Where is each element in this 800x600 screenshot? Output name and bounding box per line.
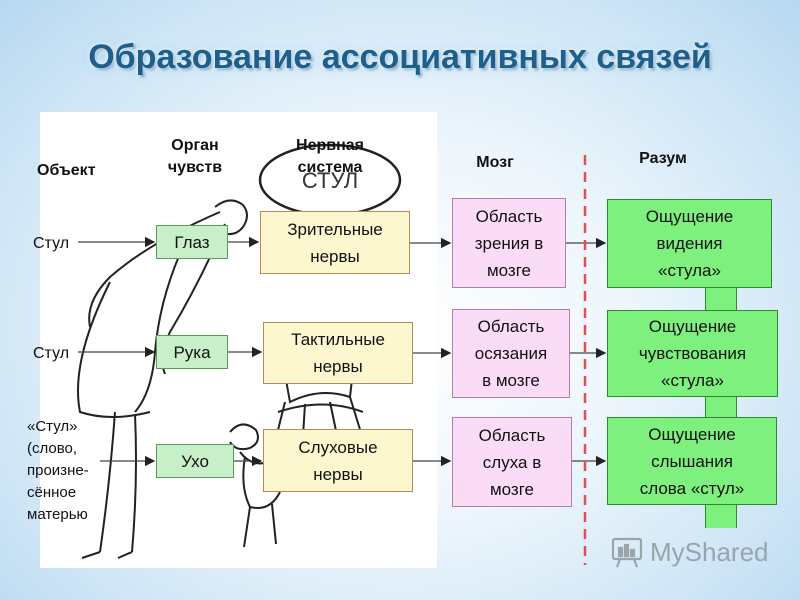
object-label-chair-1: Стул	[33, 235, 70, 252]
sensation-feeling-box: Ощущение чувствования «стула»	[607, 310, 778, 397]
visual-nerves-box: Зрительные нервы	[260, 211, 410, 274]
vision-area-box: Область зрения в мозге	[452, 198, 566, 288]
header-nervous-system: Нервная система	[296, 137, 364, 176]
watermark-logo: MyShared	[610, 535, 769, 569]
object-label-chair-2: Стул	[33, 345, 70, 362]
hearing-area-box: Область слуха в мозге	[452, 417, 572, 507]
mind-connector-2	[705, 395, 737, 419]
sensation-hearing-box: Ощущение слышания слова «стул»	[607, 417, 777, 505]
header-mind: Разум	[639, 150, 687, 167]
organ-ear-box: Ухо	[156, 444, 234, 478]
sensation-seeing-box: Ощущение видения «стула»	[607, 199, 772, 288]
speech-bubble-text: СТУЛ	[302, 168, 358, 193]
chart-board-icon	[611, 537, 643, 568]
touch-area-box: Область осязания в мозге	[452, 309, 570, 398]
mind-connector-3	[705, 504, 737, 528]
mind-connector-1	[705, 286, 737, 312]
organ-hand-box: Рука	[156, 335, 228, 369]
organ-eye-box: Глаз	[156, 225, 228, 259]
tactile-nerves-box: Тактильные нервы	[263, 322, 413, 384]
object-label-spoken-word: «Стул» (слово, произне- сённое матерью	[27, 418, 89, 523]
watermark-brand: MyShared	[650, 536, 769, 567]
header-object: Объект	[37, 162, 96, 179]
slide-title: Образование ассоциативных связей	[88, 38, 712, 76]
header-brain: Мозг	[476, 154, 514, 171]
auditory-nerves-box: Слуховые нервы	[263, 429, 413, 492]
header-organ: Орган чувств	[167, 137, 223, 176]
